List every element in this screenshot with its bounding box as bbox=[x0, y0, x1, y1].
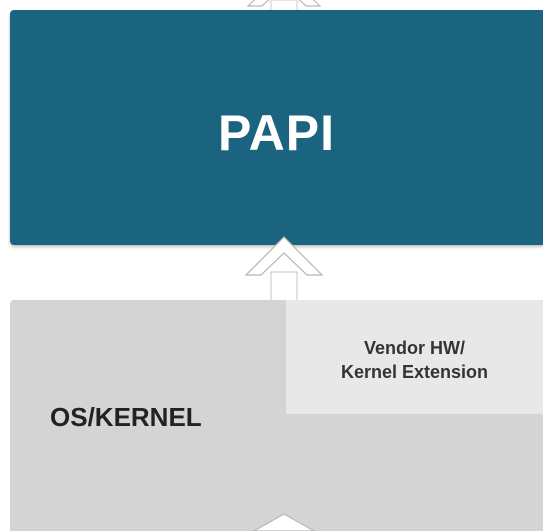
os-kernel-label: OS/KERNEL bbox=[50, 402, 202, 432]
vendor-extension-line1: Vendor HW/ bbox=[363, 338, 465, 358]
vendor-extension-line2: Kernel Extension bbox=[340, 362, 489, 382]
vendor-extension-label: Vendor HW/ Kernel Extension bbox=[286, 336, 543, 384]
vendor-extension-box: Vendor HW/ Kernel Extension bbox=[286, 300, 543, 414]
papi-label: PAPI bbox=[218, 105, 335, 161]
papi-layer: PAPI bbox=[10, 10, 543, 245]
os-kernel-layer: Vendor HW/ Kernel Extension OS/KERNEL bbox=[10, 300, 543, 531]
up-arrow-icon bbox=[252, 513, 316, 531]
